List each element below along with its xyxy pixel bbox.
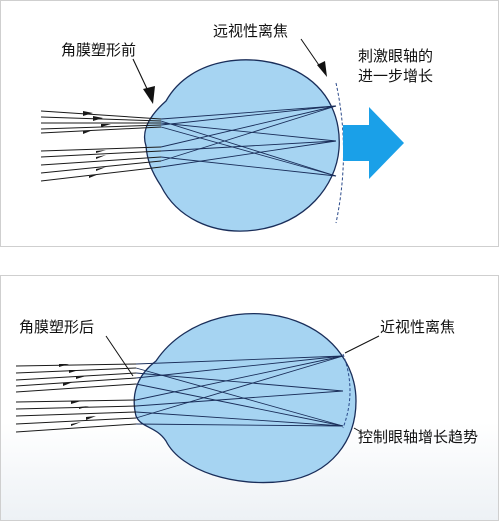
leader-line-after <box>105 335 134 377</box>
focus-curve-after <box>342 353 351 429</box>
focus-curve-before <box>335 82 344 224</box>
label-stimulus-line1: 刺激眼轴的 <box>358 47 434 65</box>
internal-rays-after <box>135 355 344 427</box>
label-stimulus-line2: 进一步增长 <box>358 67 434 85</box>
leader-line-focus-after <box>344 335 380 354</box>
label-control-axial-growth: 控制眼轴增长趋势 <box>358 428 479 446</box>
label-before-ortho-k: 角膜塑形前 <box>61 41 137 59</box>
ray-arrowheads-after <box>59 364 96 426</box>
incoming-rays-before <box>40 110 162 182</box>
label-after-ortho-k: 角膜塑形后 <box>19 318 95 336</box>
leader-line-before <box>132 58 150 94</box>
leader-line-control <box>353 427 362 433</box>
growth-arrow <box>343 107 404 179</box>
after-eye-diagram <box>15 313 380 484</box>
after-ortho-k-panel: 角膜塑形后 近视性离焦 控制眼轴增长趋势 <box>0 275 499 521</box>
label-myopic-defocus: 近视性离焦 <box>380 318 456 336</box>
label-hyperopic-defocus: 远视性离焦 <box>213 22 289 40</box>
before-eye-diagram <box>40 38 404 232</box>
incoming-rays-after <box>15 363 137 433</box>
ray-arrowheads-before <box>83 111 111 178</box>
internal-rays-before <box>160 105 337 177</box>
eyeball-before <box>143 59 340 232</box>
before-ortho-k-panel: 角膜塑形前 远视性离焦 刺激眼轴的 进一步增长 <box>0 0 499 247</box>
